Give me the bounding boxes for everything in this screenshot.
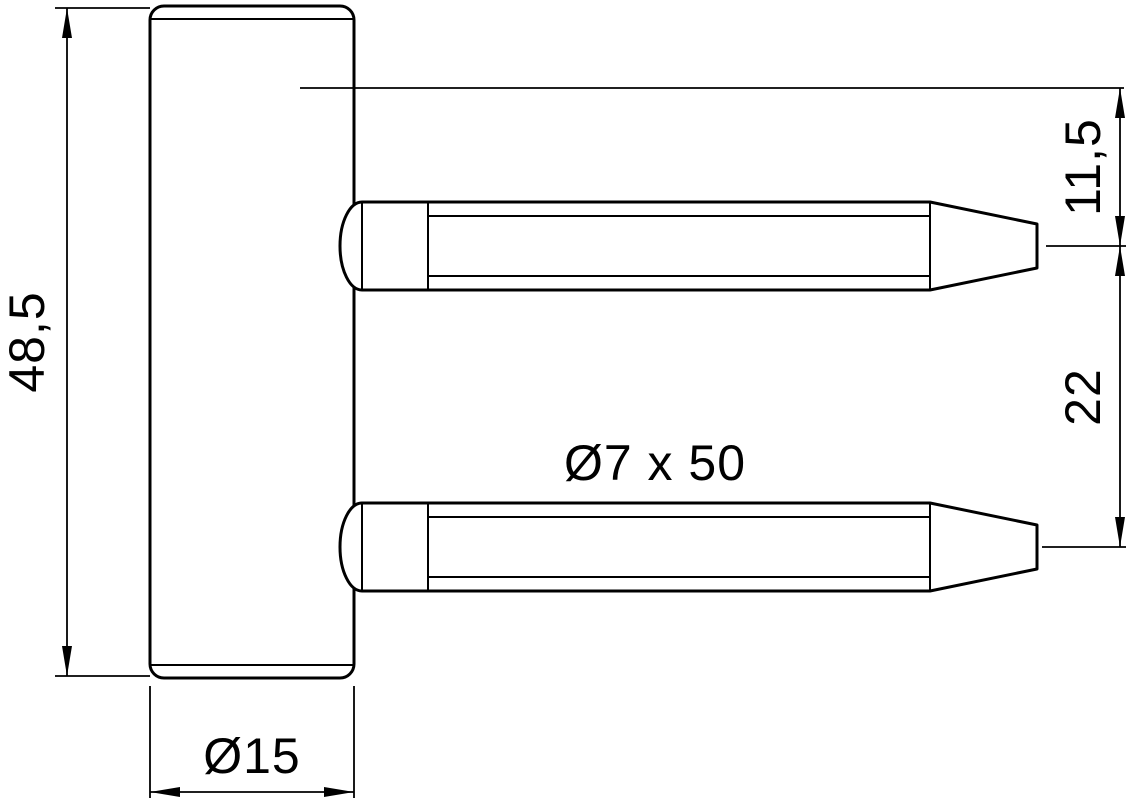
dim-body-diameter: Ø15 <box>149 686 355 798</box>
dim-pin-top-offset-arrow-down <box>1115 216 1125 246</box>
dim-body-diameter-label: Ø15 <box>203 728 301 784</box>
dim-pin-spacing-arrow-up <box>1115 246 1125 276</box>
dim-body-height-label: 48,5 <box>0 291 55 392</box>
pin-spec-label: Ø7 x 50 <box>564 435 746 491</box>
dim-pin-top-offset-label: 11,5 <box>1055 118 1111 216</box>
dim-pin-spacing-label: 22 <box>1055 368 1111 426</box>
dim-pin-top-offset-arrow-up <box>1115 88 1125 118</box>
dim-body-diameter-arrow-right <box>324 787 354 797</box>
dim-body-height: 48,5 <box>0 7 150 677</box>
dim-pin-spacing-arrow-down <box>1115 517 1125 547</box>
dim-pin-top-offset: 11,5 <box>1046 88 1126 247</box>
dim-body-height-arrow-down <box>62 646 72 676</box>
upper-pin <box>338 200 1039 292</box>
dim-pin-spacing: 22 <box>1042 246 1126 548</box>
dim-body-diameter-arrow-left <box>150 787 180 797</box>
dim-body-height-arrow-up <box>62 8 72 38</box>
hinge-body-outline <box>148 4 356 680</box>
lower-pin <box>338 501 1039 593</box>
hinge-body <box>148 4 356 680</box>
